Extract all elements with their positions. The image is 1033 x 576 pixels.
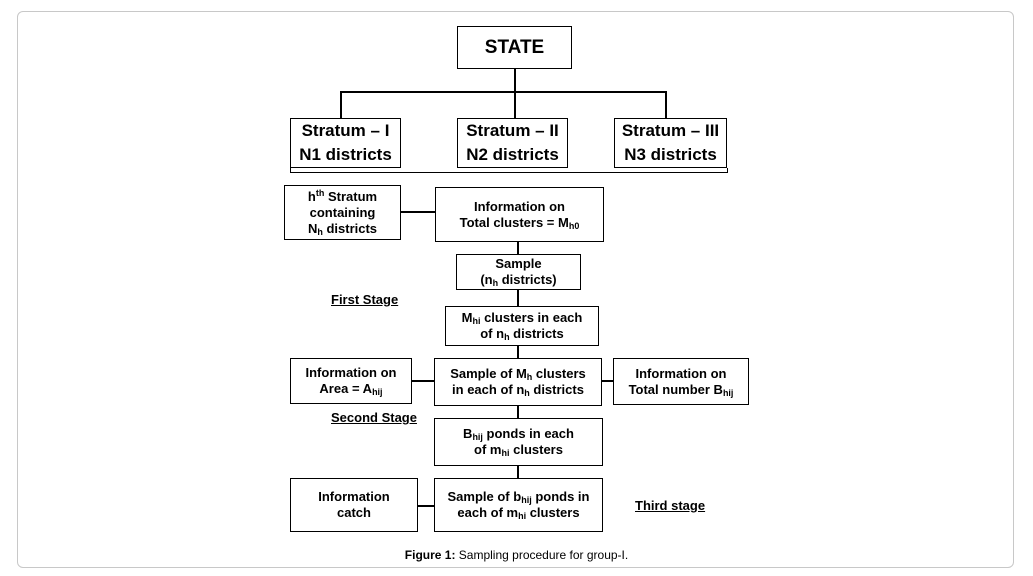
third-stage-label: Third stage: [635, 498, 706, 513]
connector-catch-sample3: [417, 505, 435, 507]
sample-districts-line1: Sample: [495, 256, 542, 271]
area-info-box: Information on Area = Ahij: [290, 358, 412, 404]
stratum-1-title: Stratum – I: [301, 121, 390, 140]
connector-area-sample2: [411, 380, 435, 382]
stratum-1-box: Stratum – I N1 districts: [290, 118, 401, 168]
connector-stratum2: [514, 91, 516, 119]
sample-districts-box: Sample (nh districts): [456, 254, 581, 290]
connector-sample2-total: [601, 380, 614, 382]
mhi-clusters-line2: of nh districts: [480, 326, 564, 342]
connector-stratum3: [665, 91, 667, 119]
connector-sample2-bhij: [517, 405, 519, 419]
caption-text: Sampling procedure for group-I.: [455, 548, 629, 562]
hth-stratum-line2: containing: [309, 204, 376, 220]
catch-info-line2: catch: [337, 505, 371, 520]
sample-ponds-line2: each of mhi clusters: [457, 505, 580, 521]
hth-stratum-line3: Nh districts: [307, 220, 378, 237]
strata-bracket-left: [290, 168, 291, 173]
stratum-3-districts: N3 districts: [624, 145, 717, 164]
total-number-line1: Information on: [635, 365, 727, 381]
hth-stratum-box: hth Stratum containing Nh districts: [284, 185, 401, 240]
connector-sample-mhi: [517, 289, 519, 307]
stratum-3-title: Stratum – III: [621, 121, 720, 140]
sample-ponds-box: Sample of bhij ponds in each of mhi clus…: [434, 478, 603, 532]
stratum-2-title: Stratum – II: [466, 121, 559, 140]
strata-bracket-right: [727, 168, 728, 173]
total-clusters-line1: Information on: [474, 198, 565, 214]
stratum-2-districts: N2 districts: [466, 145, 559, 164]
strata-bracket-line: [290, 172, 728, 173]
connector-info-sample: [517, 241, 519, 255]
area-info-line2: Area = Ahij: [319, 381, 383, 397]
catch-info-box: Information catch: [290, 478, 418, 532]
total-clusters-line2: Total clusters = Mh0: [459, 214, 580, 231]
connector-bhij-sample3: [517, 465, 519, 479]
sample-clusters-line1: Sample of Mh clusters: [450, 366, 586, 382]
total-clusters-box: Information on Total clusters = Mh0: [435, 187, 604, 242]
catch-info-line1: Information: [318, 489, 390, 504]
sample-clusters-line2: in each of nh districts: [452, 382, 584, 398]
stratum-2-box: Stratum – II N2 districts: [457, 118, 568, 168]
second-stage-label: Second Stage: [331, 410, 417, 425]
caption-label: Figure 1:: [404, 548, 456, 562]
bhij-ponds-line1: Bhij ponds in each: [463, 426, 574, 442]
state-label: STATE: [484, 36, 545, 58]
state-box: STATE: [457, 26, 572, 69]
total-number-box: Information on Total number Bhij: [613, 358, 749, 405]
stratum-3-box: Stratum – III N3 districts: [614, 118, 727, 168]
sample-clusters-box: Sample of Mh clusters in each of nh dist…: [434, 358, 602, 406]
connector-stratum1: [340, 91, 342, 119]
figure-caption: Figure 1: Sampling procedure for group-I…: [0, 548, 1033, 562]
sample-ponds-line1: Sample of bhij ponds in: [447, 489, 590, 505]
connector-hstratum-info: [400, 211, 436, 213]
connector-mhi-sample2: [517, 345, 519, 359]
first-stage-label: First Stage: [331, 292, 399, 307]
connector-strata-horizontal: [340, 91, 667, 93]
total-number-line2: Total number Bhij: [628, 381, 734, 398]
figure-frame: [17, 11, 1014, 568]
hth-stratum-line1: hth Stratum: [307, 187, 378, 204]
stratum-1-districts: N1 districts: [299, 145, 392, 164]
connector-state-down: [514, 68, 516, 92]
mhi-clusters-line1: Mhi clusters in each: [461, 310, 583, 326]
sample-districts-line2: (nh districts): [480, 272, 557, 288]
area-info-line1: Information on: [305, 365, 397, 380]
bhij-ponds-line2: of mhi clusters: [474, 442, 563, 458]
bhij-ponds-box: Bhij ponds in each of mhi clusters: [434, 418, 603, 466]
mhi-clusters-box: Mhi clusters in each of nh districts: [445, 306, 599, 346]
